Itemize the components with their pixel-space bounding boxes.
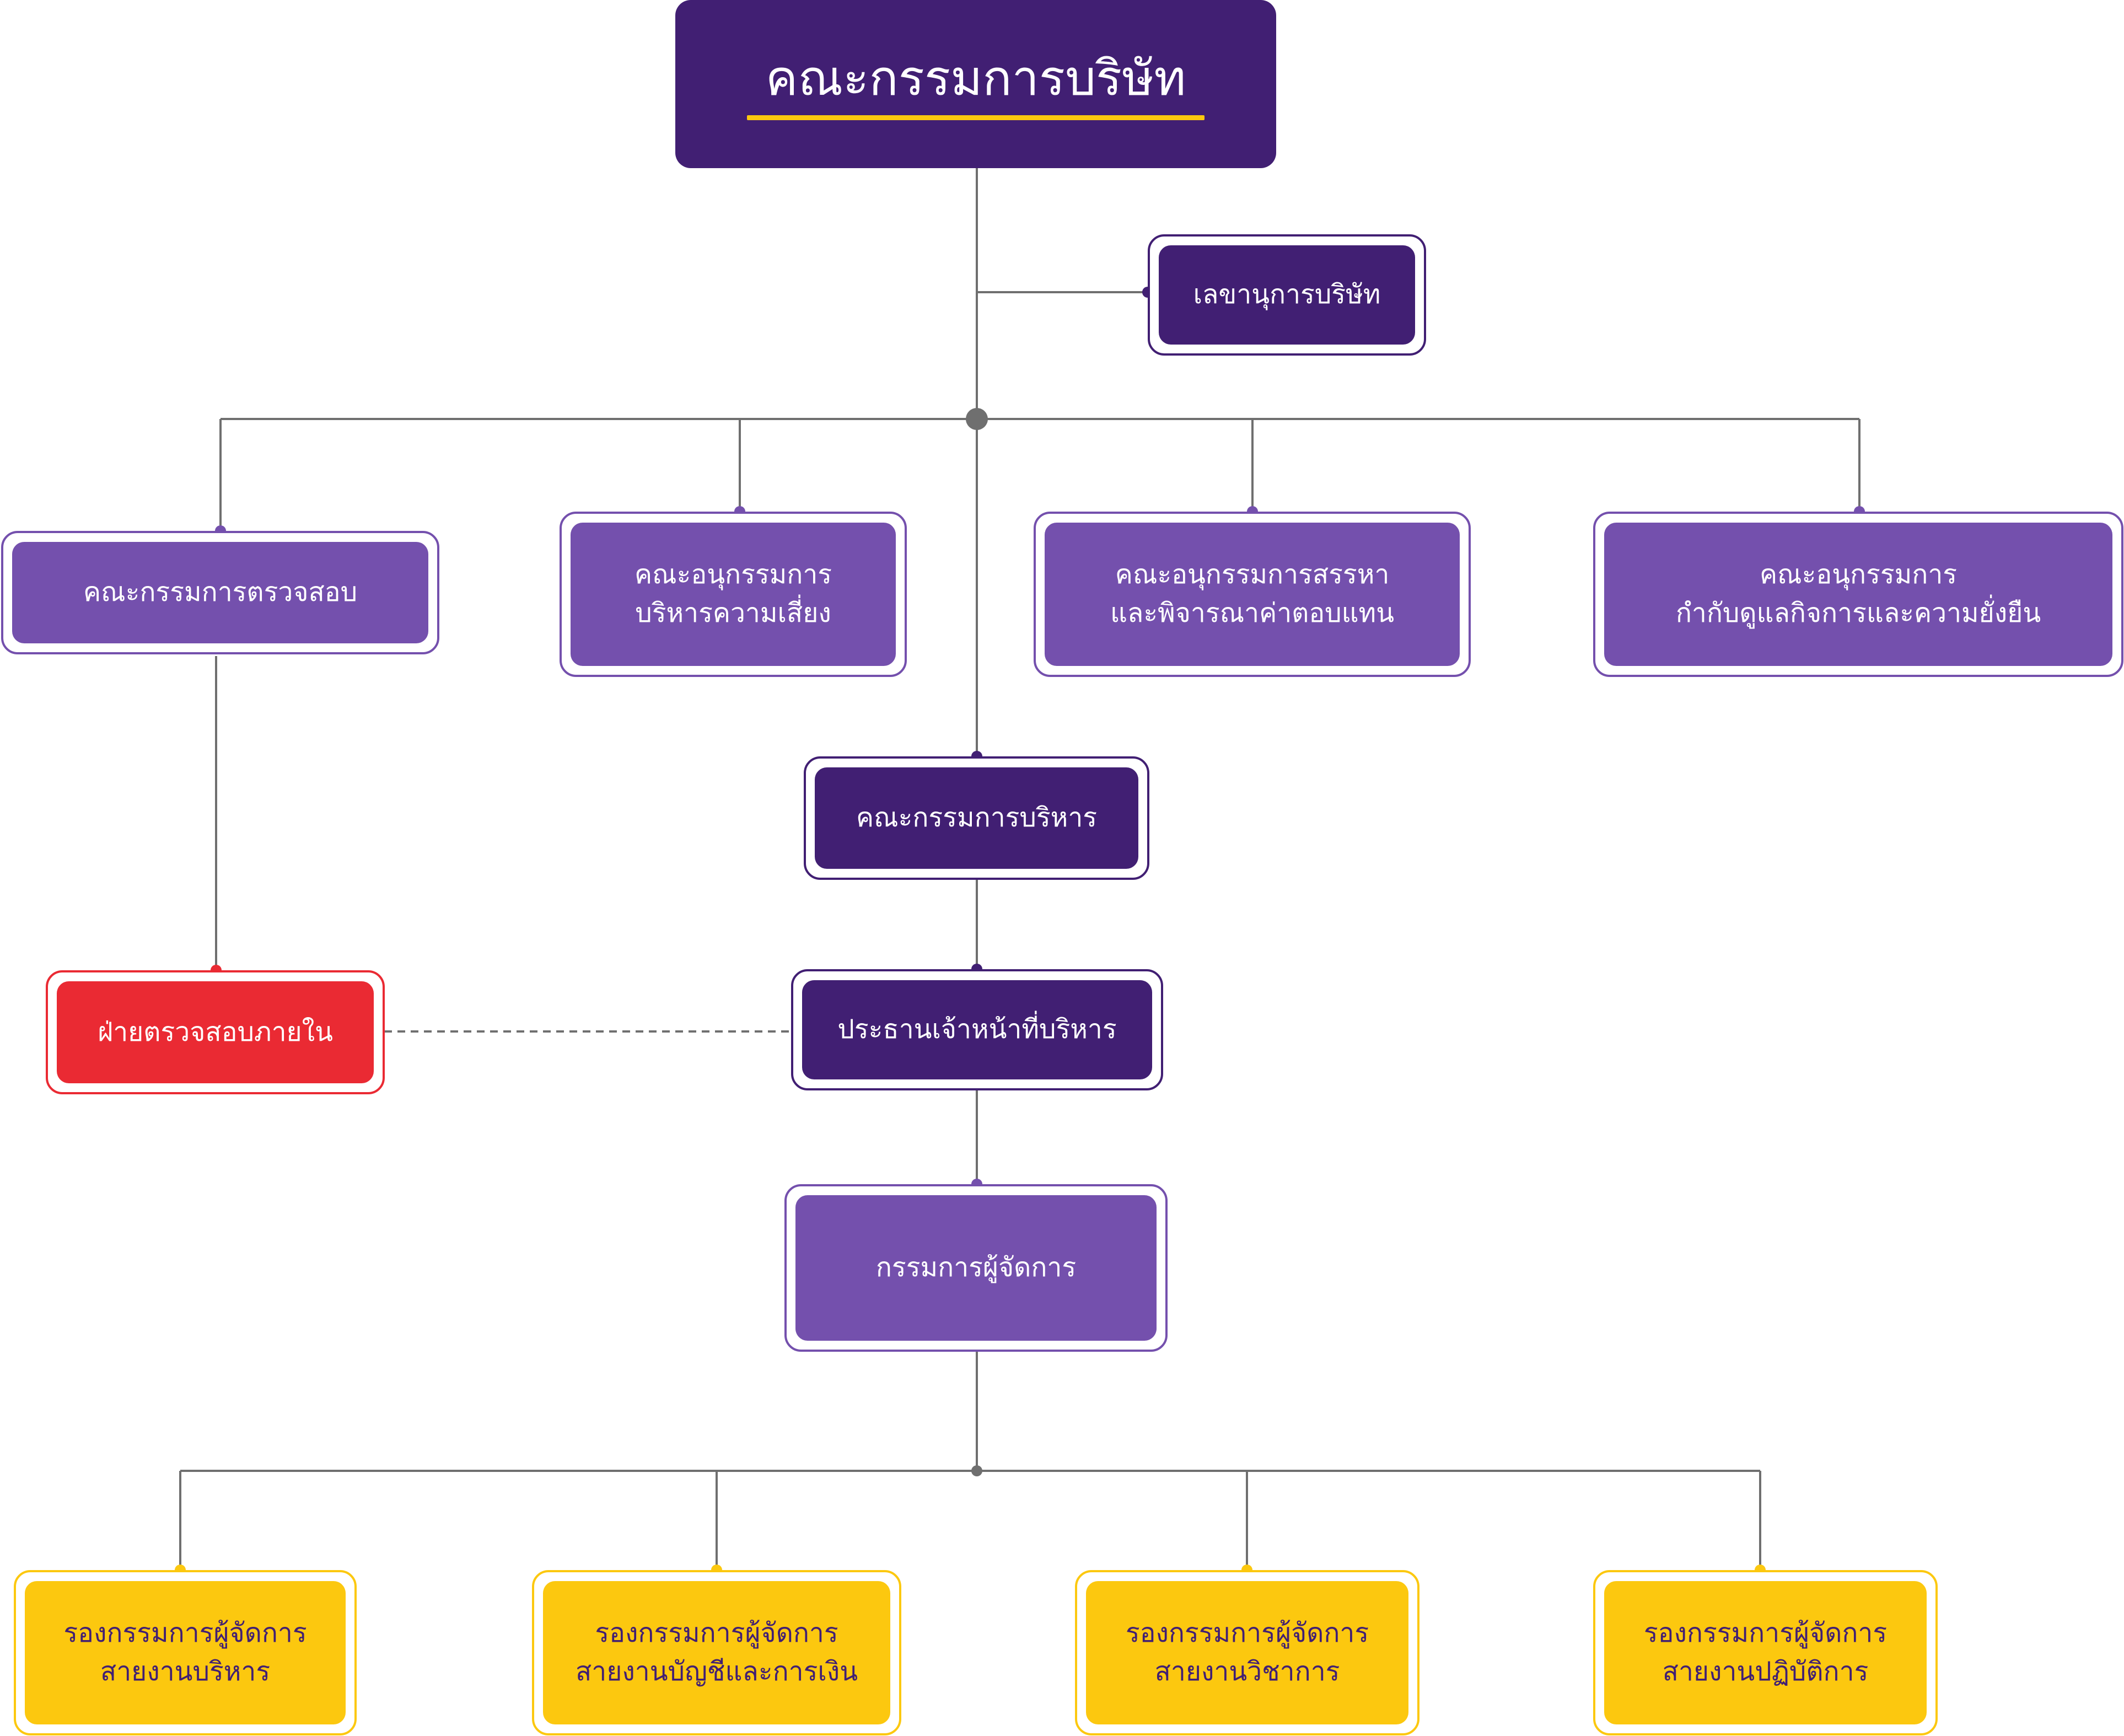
company-secretary-label: เลขานุการบริษัท xyxy=(1193,279,1381,310)
nomination-committee-box: คณะอนุกรรมการสรรหา และพิจารณาค่าตอบแทน xyxy=(1034,512,1471,677)
deputy-admin-box: รองกรรมการผู้จัดการ สายงานบริหาร xyxy=(14,1570,357,1735)
internal-audit-box: ฝ่ายตรวจสอบภายใน xyxy=(46,970,385,1094)
deputy-academic-label-line1: รองกรรมการผู้จัดการ xyxy=(1125,1617,1369,1649)
junction-main xyxy=(966,408,988,430)
managing-director-label: กรรมการผู้จัดการ xyxy=(875,1252,1077,1283)
nomination-committee-label-line2: และพิจารณาค่าตอบแทน xyxy=(1110,598,1395,628)
deputy-operations-box: รองกรรมการผู้จัดการ สายงานปฏิบัติการ xyxy=(1593,1570,1938,1735)
deputy-operations-label-line1: รองกรรมการผู้จัดการ xyxy=(1643,1617,1888,1649)
managing-director-box: กรรมการผู้จัดการ xyxy=(784,1184,1168,1352)
deputy-finance-label-line1: รองกรรมการผู้จัดการ xyxy=(595,1617,838,1649)
board-title: คณะกรรมการบริษัท xyxy=(765,50,1186,106)
internal-audit-label: ฝ่ายตรวจสอบภายใน xyxy=(98,1016,333,1047)
risk-committee-box: คณะอนุกรรมการ บริหารความเสี่ยง xyxy=(560,512,907,677)
risk-committee-label-line2: บริหารความเสี่ยง xyxy=(635,598,831,628)
junction-deputies xyxy=(971,1465,982,1476)
company-secretary-box: เลขานุการบริษัท xyxy=(1148,234,1426,356)
deputy-admin-label-line1: รองกรรมการผู้จัดการ xyxy=(63,1617,307,1649)
deputy-operations-label-line2: สายงานปฏิบัติการ xyxy=(1662,1656,1869,1687)
deputy-admin-label-line2: สายงานบริหาร xyxy=(100,1656,271,1687)
ceo-label: ประธานเจ้าหน้าที่บริหาร xyxy=(837,1014,1117,1045)
executive-committee-label: คณะกรรมการบริหาร xyxy=(856,802,1098,834)
board-of-directors-box: คณะกรรมการบริษัท xyxy=(675,0,1276,168)
risk-committee-label-line1: คณะอนุกรรมการ xyxy=(634,559,832,590)
executive-committee-box: คณะกรรมการบริหาร xyxy=(804,756,1149,880)
governance-committee-label-line2: กำกับดูแลกิจการและความยั่งยืน xyxy=(1675,598,2041,628)
deputy-finance-label-line2: สายงานบัญชีและการเงิน xyxy=(575,1656,858,1687)
audit-committee-box: คณะกรรมการตรวจสอบ xyxy=(1,531,439,654)
deputy-academic-box: รองกรรมการผู้จัดการ สายงานวิชาการ xyxy=(1075,1570,1419,1735)
board-title-underline xyxy=(747,115,1205,120)
ceo-box: ประธานเจ้าหน้าที่บริหาร xyxy=(791,969,1163,1090)
deputy-academic-label-line2: สายงานวิชาการ xyxy=(1154,1656,1340,1687)
deputy-finance-box: รองกรรมการผู้จัดการ สายงานบัญชีและการเงิ… xyxy=(532,1570,901,1735)
audit-committee-label: คณะกรรมการตรวจสอบ xyxy=(83,577,358,608)
nomination-committee-label-line1: คณะอนุกรรมการสรรหา xyxy=(1115,559,1390,590)
governance-committee-label-line1: คณะอนุกรรมการ xyxy=(1759,559,1958,590)
governance-committee-box: คณะอนุกรรมการ กำกับดูแลกิจการและความยั่ง… xyxy=(1593,512,2123,677)
